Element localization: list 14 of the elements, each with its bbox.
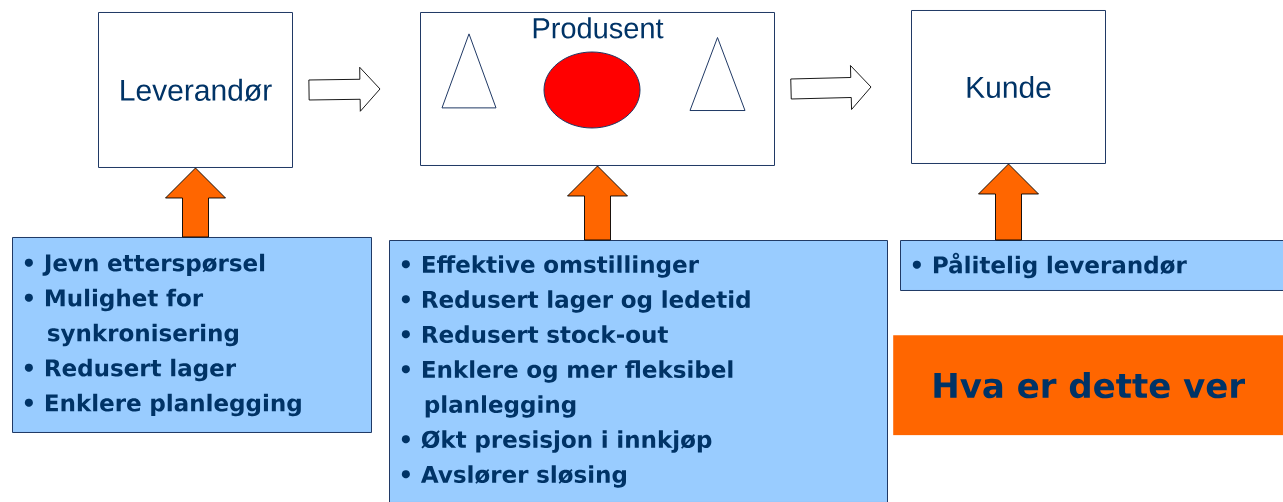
ellipse-shape: [543, 51, 641, 129]
block-arrow: [790, 65, 872, 110]
block-arrow: [978, 163, 1039, 241]
triangle-shape: [689, 37, 746, 111]
block-arrow: [308, 66, 381, 112]
list-box: • Jevn etterspørsel • Mulighet for synkronisering • Redusert lager • Enklere planlegging: [12, 237, 372, 433]
block-arrow: [165, 167, 226, 238]
block-arrow: [567, 165, 628, 241]
banner: Hva er dette ver: [893, 335, 1283, 436]
process-box: Kunde: [911, 10, 1106, 164]
list-box: • Pålitelig leverandør: [900, 240, 1283, 291]
process-box: Leverandør: [98, 12, 293, 168]
triangle-shape: [441, 33, 497, 109]
list-box: • Effektive omstillinger • Redusert lager og ledetid • Redusert stock-out • Enklere og mer fleksibel planlegging • Økt presisjon i innkjøp • Avslører sløsing: [389, 240, 888, 502]
